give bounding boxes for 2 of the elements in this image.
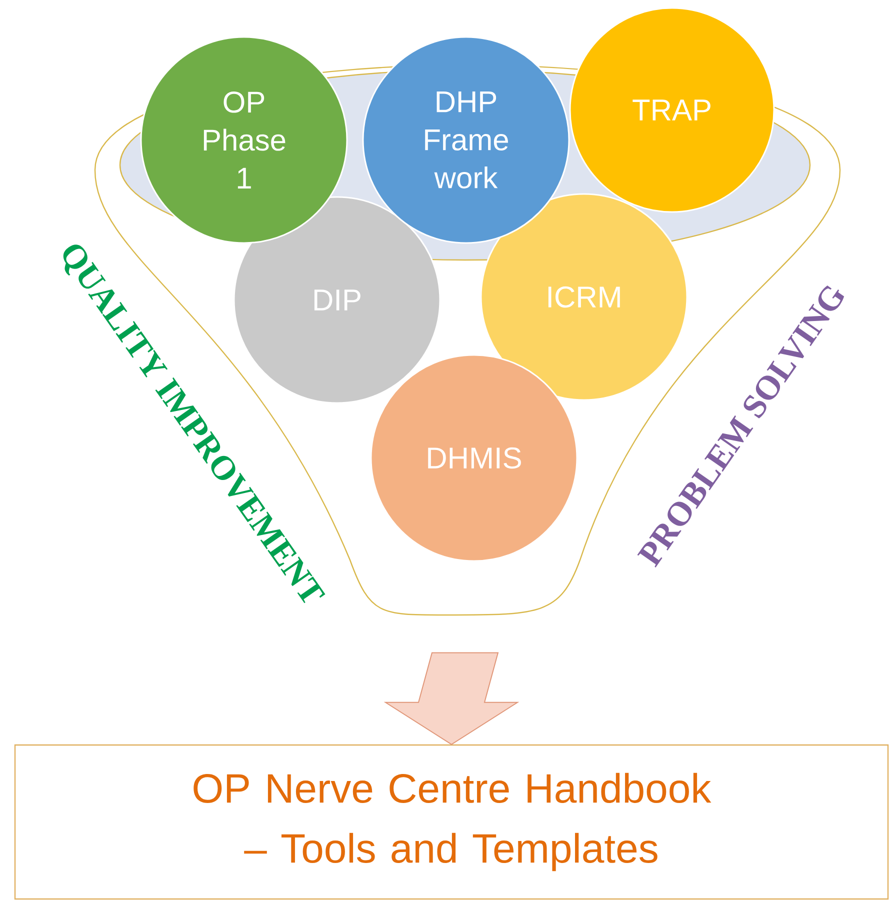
block-arrow: [384, 652, 520, 745]
title-box: OP Nerve Centre Handbook – Tools and Templates: [14, 744, 889, 900]
